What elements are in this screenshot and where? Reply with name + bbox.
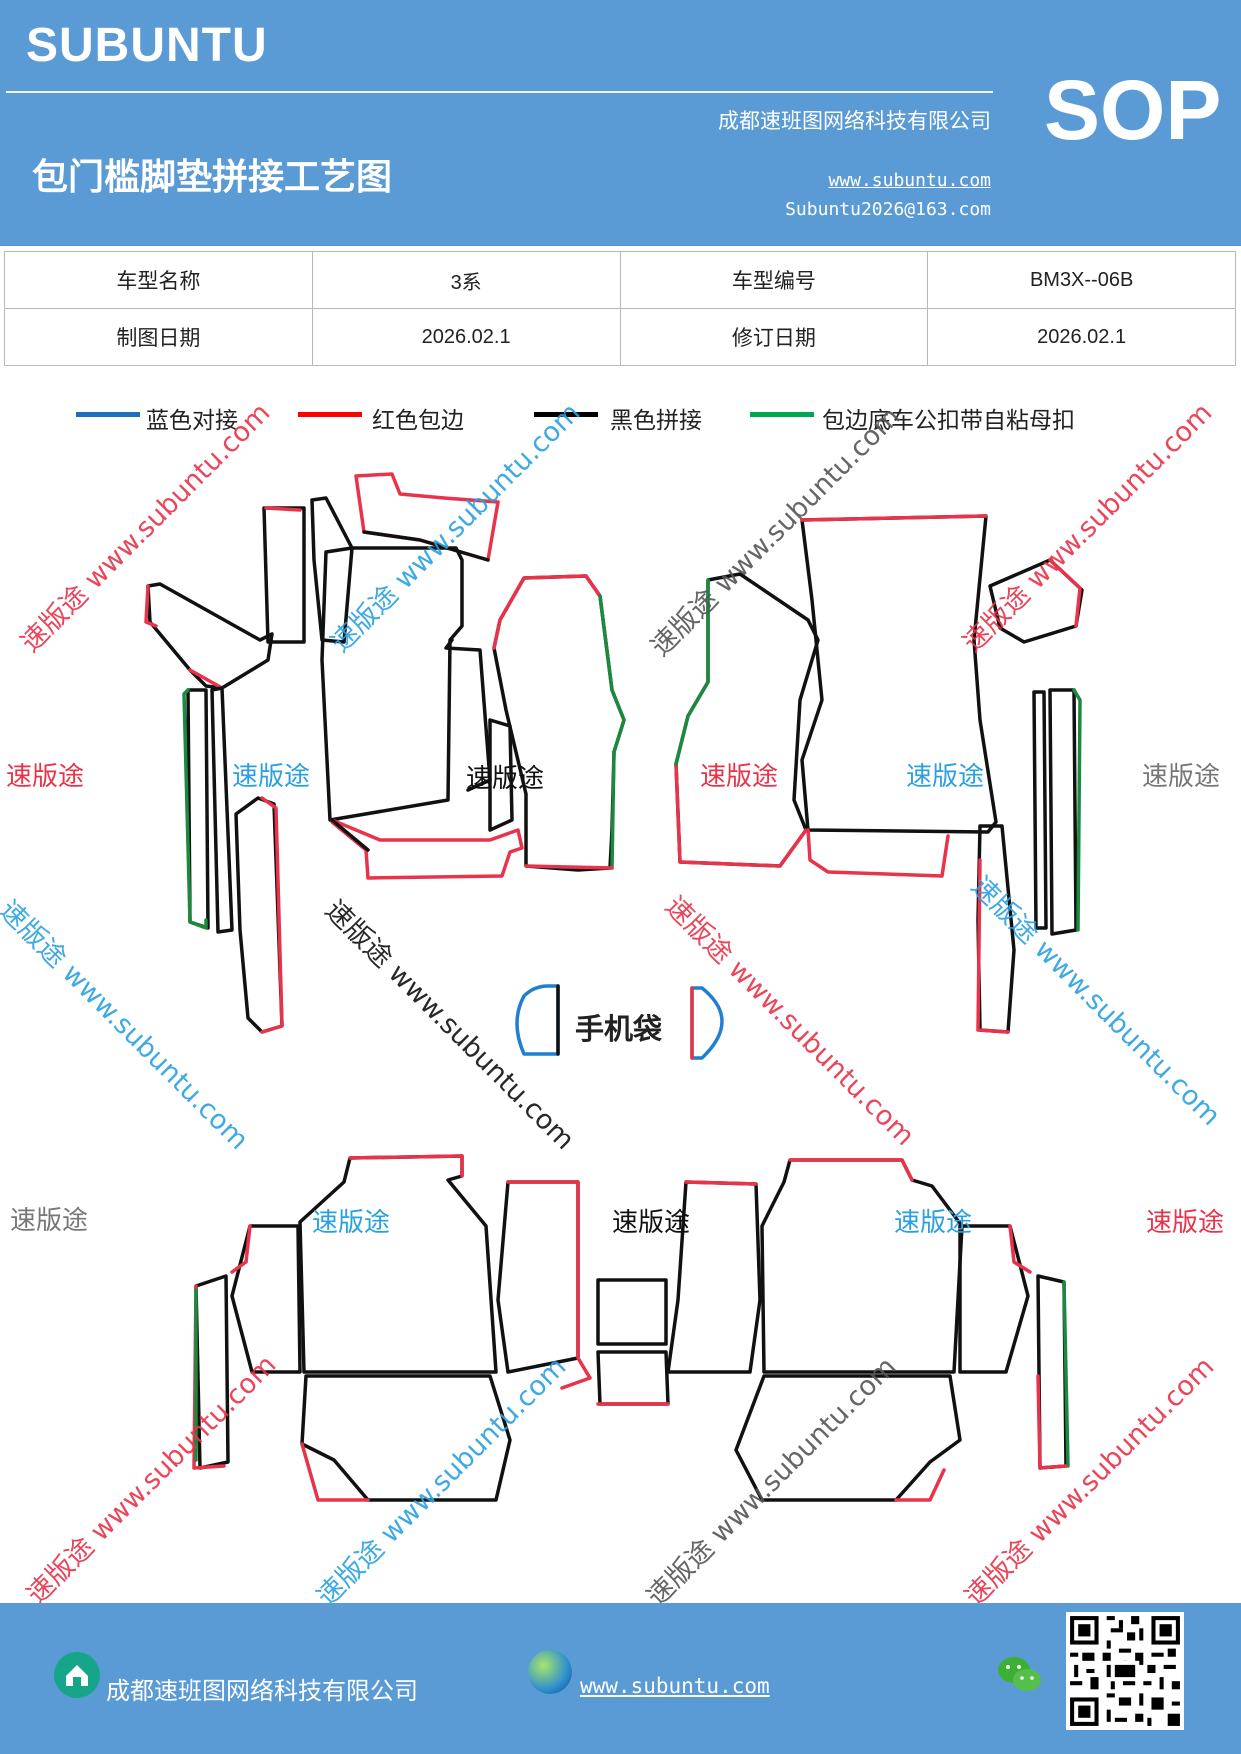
sop-badge: SOP — [1044, 63, 1222, 157]
legend-swatch-blue — [76, 412, 140, 417]
footer-website-link[interactable]: www.subuntu.com — [580, 1674, 770, 1698]
watermark-text: 速版途 — [700, 762, 779, 792]
header-email[interactable]: Subuntu2026@163.com — [785, 199, 991, 220]
watermark-text: 速版途 — [232, 762, 311, 792]
footer-company: 成都速班图网络科技有限公司 — [106, 1677, 418, 1705]
label-model-name: 车型名称 — [4, 251, 313, 309]
page-title: 包门槛脚垫拼接工艺图 — [32, 157, 393, 198]
legend-swatch-green — [750, 412, 814, 417]
home-icon — [54, 1652, 100, 1698]
legend-label: 包边底车公扣带自粘母扣 — [822, 408, 1075, 434]
brand-logo: SUBUNTU — [26, 19, 268, 72]
header-divider — [6, 91, 993, 93]
phone-bag-label: 手机袋 — [575, 1012, 663, 1046]
watermark-text: 速版途 — [10, 1206, 89, 1236]
front-left-mat-group — [144, 472, 626, 1034]
watermark-text: 速版途 — [6, 762, 85, 792]
watermark-text: 速版途 — [1142, 762, 1221, 792]
label-model-code: 车型编号 — [619, 251, 929, 309]
legend-swatch-red — [298, 412, 362, 417]
value-revision-date: 2026.02.1 — [927, 308, 1236, 366]
globe-icon — [528, 1650, 572, 1694]
label-draw-date: 制图日期 — [4, 308, 313, 366]
table-row: 车型名称 3系 车型编号 BM3X--06B — [4, 251, 1236, 309]
value-model-name: 3系 — [311, 251, 621, 309]
rear-left-mat-group — [192, 1154, 670, 1502]
phone-bag-pieces — [515, 984, 724, 1060]
watermark-text: 速版途 — [906, 762, 985, 792]
legend-label: 黑色拼接 — [610, 408, 702, 434]
qr-code — [1066, 1612, 1184, 1730]
watermark-text: 速版途 — [894, 1208, 973, 1238]
header-banner: SUBUNTU 成都速班图网络科技有限公司 包门槛脚垫拼接工艺图 www.sub… — [0, 0, 1241, 246]
wechat-icon — [998, 1657, 1041, 1691]
value-draw-date: 2026.02.1 — [311, 308, 621, 366]
legend-label: 蓝色对接 — [146, 408, 238, 434]
watermark-text: 速版途 — [1146, 1208, 1225, 1238]
header-website-link[interactable]: www.subuntu.com — [828, 170, 991, 191]
value-model-code: BM3X--06B — [927, 251, 1236, 309]
info-table: 车型名称 3系 车型编号 BM3X--06B 制图日期 2026.02.1 修订… — [4, 251, 1236, 366]
table-row: 制图日期 2026.02.1 修订日期 2026.02.1 — [4, 308, 1236, 366]
front-right-mat-group — [674, 514, 1084, 1034]
rear-right-mat-group — [666, 1158, 1070, 1502]
legend-label: 红色包边 — [372, 408, 464, 434]
header-company: 成都速班图网络科技有限公司 — [718, 109, 991, 133]
watermark-text: 速版途 — [612, 1208, 691, 1238]
label-revision-date: 修订日期 — [619, 308, 929, 366]
legend-swatch-black — [534, 412, 598, 417]
watermark-text: 速版途 — [312, 1208, 391, 1238]
watermark-text: 速版途 — [466, 764, 545, 794]
